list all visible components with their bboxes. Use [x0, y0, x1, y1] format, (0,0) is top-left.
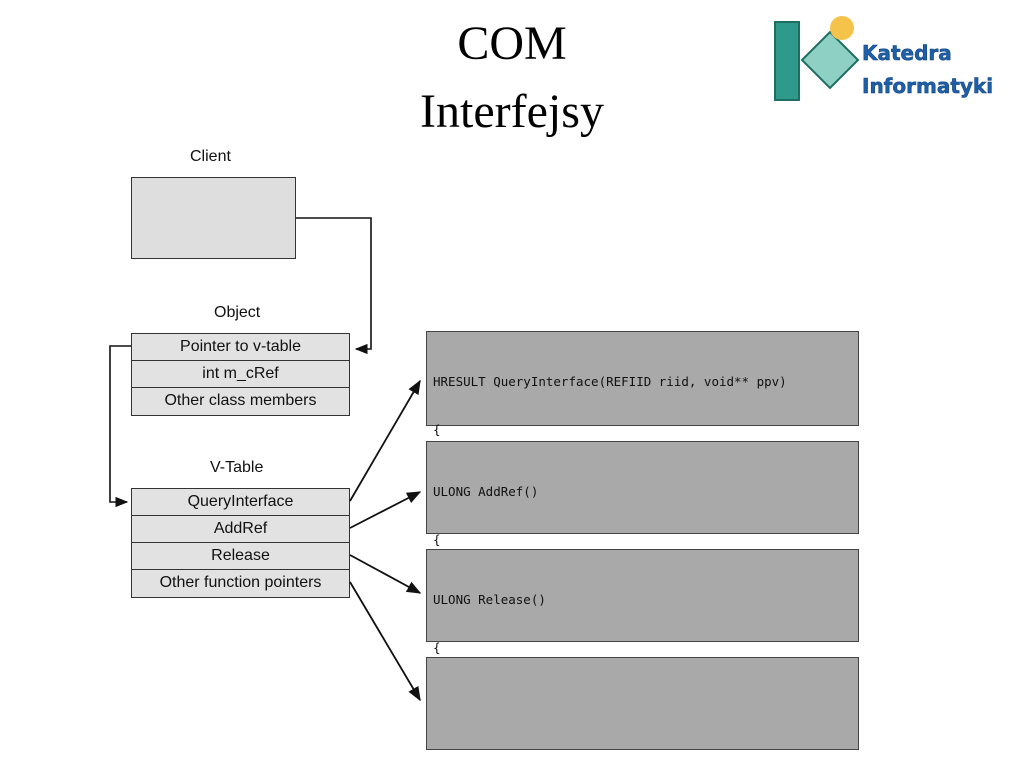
- katedra-logo: [774, 16, 860, 101]
- vptr-to-vtable-arrow: [109, 345, 131, 508]
- queryinterface-open-brace: {: [433, 422, 441, 437]
- release-signature: ULONG Release(): [433, 592, 546, 607]
- vtable-table: QueryInterface AddRef Release Other func…: [131, 488, 350, 598]
- client-label: Client: [190, 148, 231, 165]
- object-table: Pointer to v-table int m_cRef Other clas…: [131, 333, 350, 416]
- addref-arrow: [349, 491, 422, 529]
- logo-text-line1: Katedra: [862, 41, 952, 66]
- object-row-other-members: Other class members: [132, 388, 349, 415]
- vtable-row-release: Release: [132, 543, 349, 570]
- queryinterface-impl-box: HRESULT QueryInterface(REFIID riid, void…: [426, 331, 859, 533]
- release-open-brace: {: [433, 640, 441, 655]
- vtable-row-other-pointers: Other function pointers: [132, 570, 349, 597]
- release-impl-box: ULONG Release() { ... }: [426, 549, 859, 751]
- release-arrow: [349, 554, 422, 594]
- other-function-impl-box: [426, 657, 859, 750]
- vtable-label: V-Table: [210, 459, 264, 476]
- vtable-row-queryinterface: QueryInterface: [132, 489, 349, 516]
- queryinterface-arrow: [349, 379, 421, 502]
- other-pointers-arrow: [349, 581, 421, 702]
- object-label: Object: [214, 304, 261, 321]
- client-box: [131, 177, 296, 259]
- addref-impl-box: ULONG AddRef() { ... }: [426, 441, 859, 643]
- object-row-vtable-pointer: Pointer to v-table: [132, 334, 349, 361]
- addref-signature: ULONG AddRef(): [433, 484, 539, 499]
- slide-subtitle: Interfejsy: [420, 85, 604, 138]
- vtable-row-addref: AddRef: [132, 516, 349, 543]
- slide-title: COM: [457, 17, 567, 70]
- logo-text-line2: Informatyki: [862, 74, 994, 99]
- queryinterface-signature: HRESULT QueryInterface(REFIID riid, void…: [433, 374, 787, 389]
- client-to-object-arrow: [296, 217, 372, 355]
- addref-open-brace: {: [433, 532, 441, 547]
- object-row-ref-count: int m_cRef: [132, 361, 349, 388]
